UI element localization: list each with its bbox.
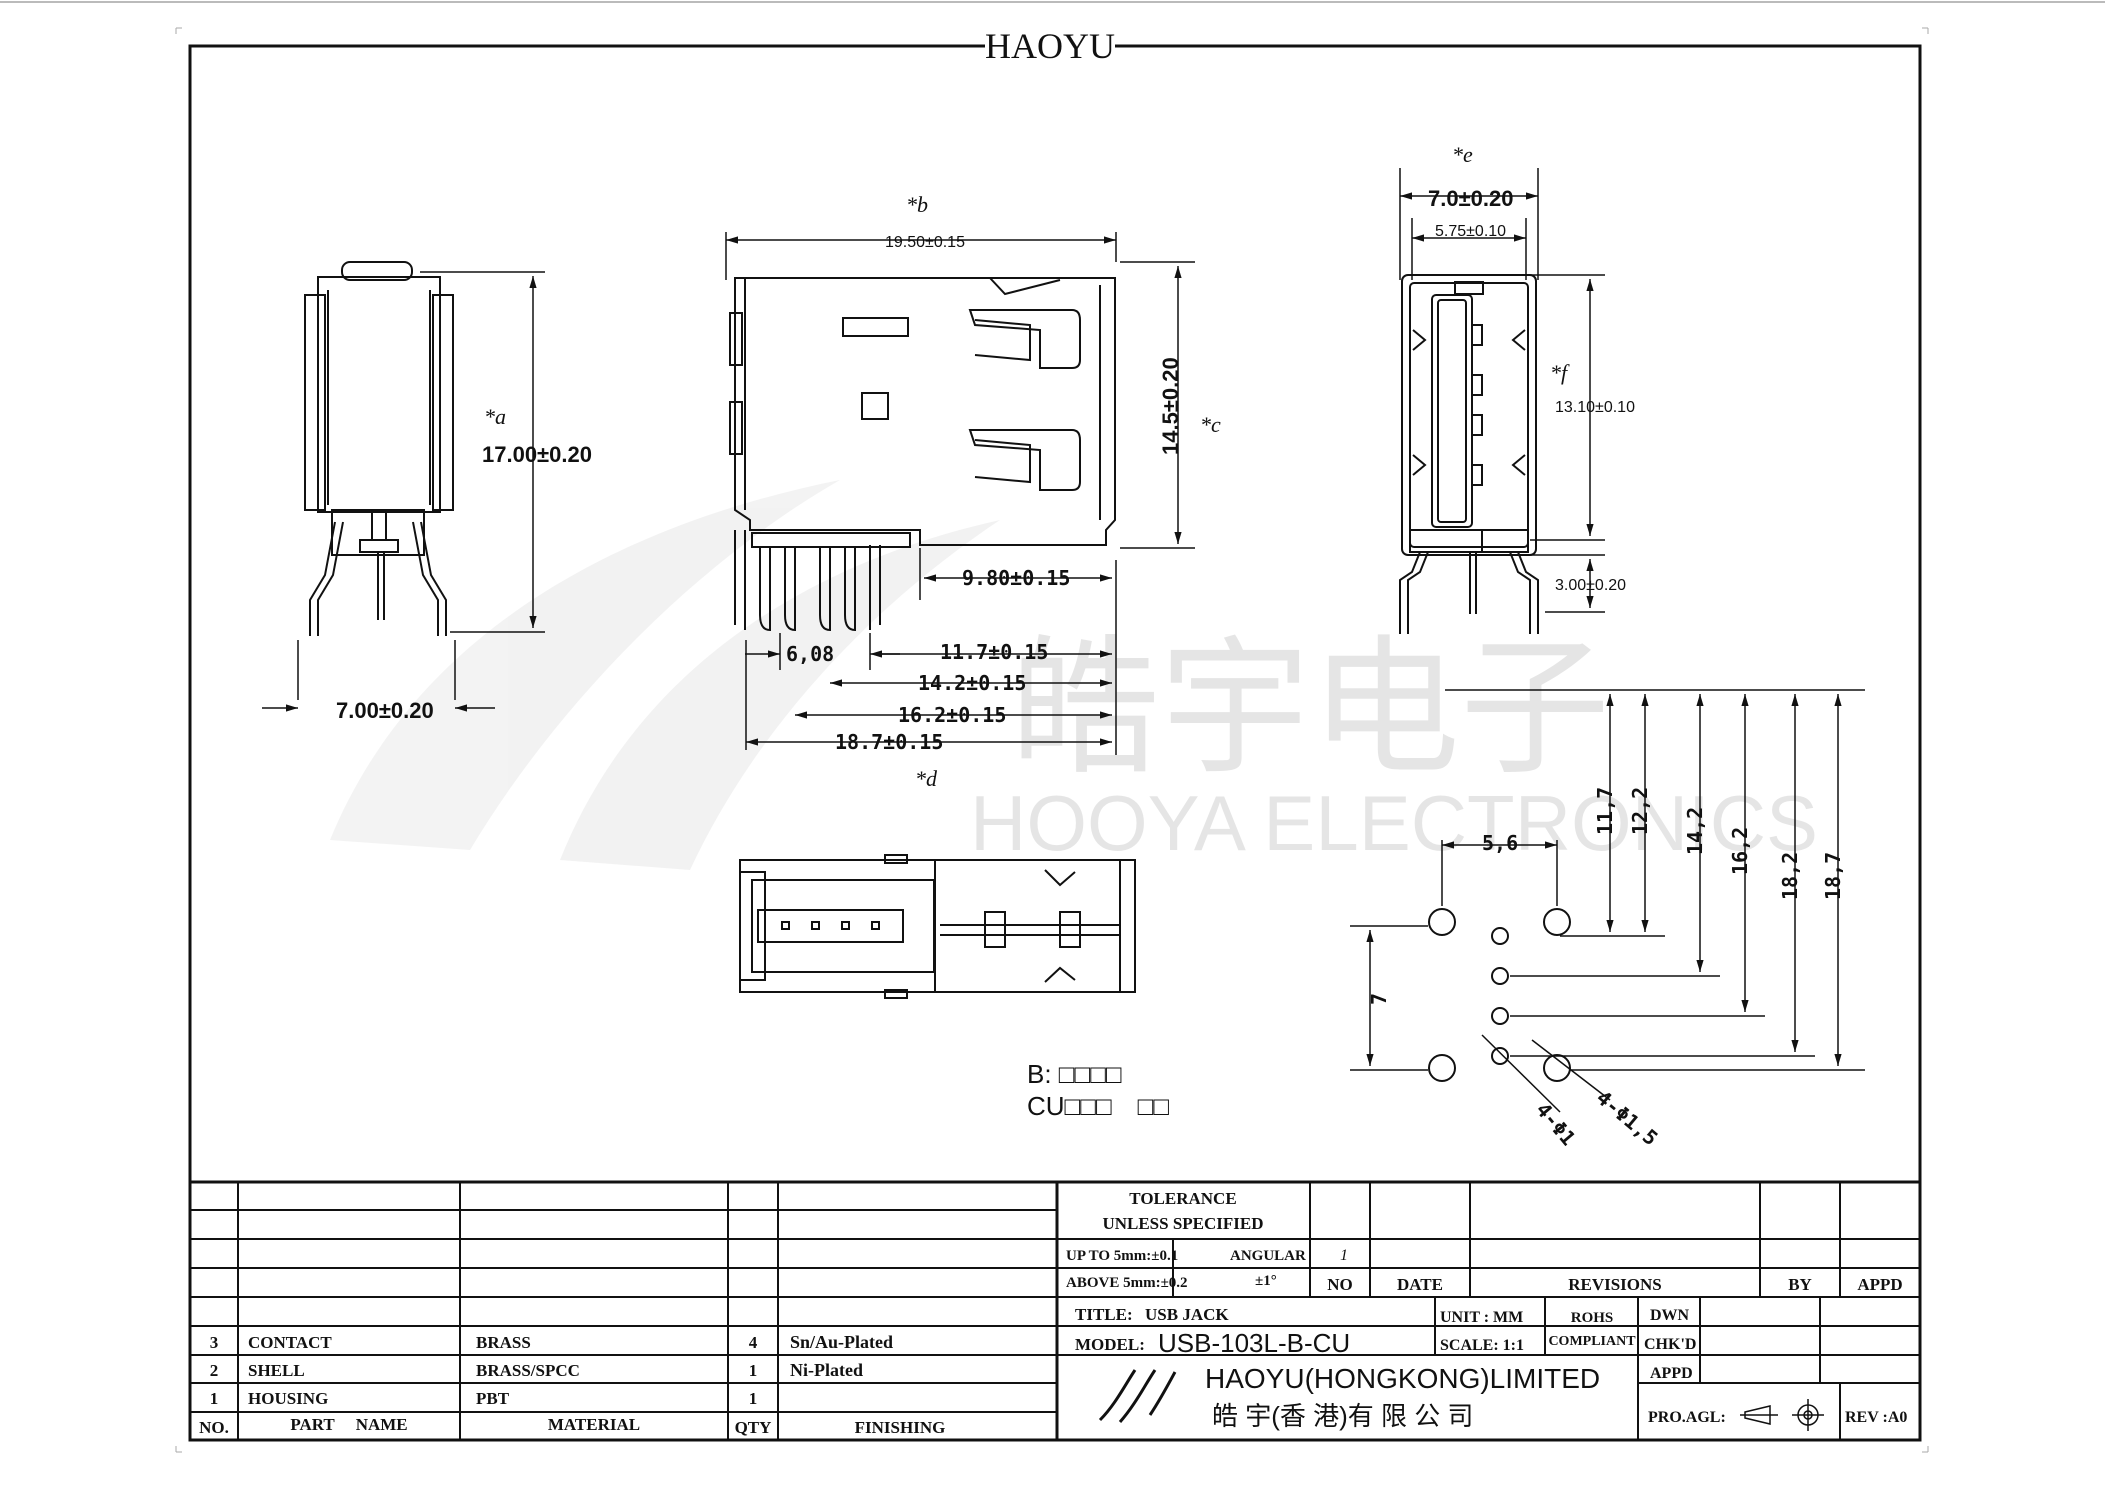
bom-row-2-part: SHELL — [248, 1361, 305, 1380]
tolerance-title: TOLERANCE — [1129, 1189, 1236, 1208]
bom-header-no: NO. — [199, 1418, 229, 1437]
pcb-dim-122: 12,2 — [1628, 787, 1652, 835]
pcb-dim-117: 11,7 — [1593, 787, 1617, 835]
side-length-dim: 19.50±0.15 — [885, 234, 965, 251]
chkd-label: CHK'D — [1644, 1336, 1696, 1353]
company-name-en: HAOYU(HONGKONG)LIMITED — [1205, 1363, 1600, 1394]
pro-agl-label: PRO.AGL: — [1648, 1409, 1726, 1426]
end-e-mark: *e — [1452, 142, 1473, 167]
rev-mark: 1 — [1340, 1247, 1348, 1264]
side-dim-162: 16.2±0.15 — [898, 703, 1006, 727]
rev-header-date: DATE — [1397, 1275, 1443, 1294]
side-dim-608: 6,08 — [786, 642, 834, 666]
tolerance-up-to: UP TO 5mm:±0.1 — [1066, 1248, 1178, 1264]
bom-header-material: MATERIAL — [548, 1415, 640, 1434]
pcb-spacing-dim: 5,6 — [1482, 831, 1518, 855]
bottom-view — [739, 854, 1136, 999]
bom-row-1-qty: 1 — [749, 1389, 758, 1408]
unit-label: UNIT : MM — [1440, 1309, 1523, 1326]
watermark-en: HOOYA ELECTRONICS — [970, 779, 1818, 867]
end-pin-dim: 3.00±0.20 — [1555, 577, 1626, 594]
end-view — [1399, 168, 1605, 634]
end-width-dim: 7.0±0.20 — [1428, 186, 1513, 211]
dwn-label: DWN — [1650, 1307, 1690, 1324]
front-a-mark: *a — [484, 404, 506, 429]
watermark-logo-swoosh — [330, 480, 840, 850]
note-line-1: B: □□□□ — [1027, 1059, 1122, 1089]
pcb-hole-small: 4-Φ1 — [1531, 1098, 1580, 1150]
rohs-compliant-label: COMPLIANT — [1548, 1334, 1636, 1349]
side-d-mark: *d — [915, 766, 938, 791]
bom-row-2-finishing: Ni-Plated — [790, 1360, 863, 1380]
front-width-dim: 7.00±0.20 — [336, 698, 434, 723]
side-c-mark: *c — [1200, 412, 1221, 437]
rohs-label: ROHS — [1571, 1310, 1614, 1326]
side-dim-117: 11.7±0.15 — [940, 640, 1048, 664]
watermark-cn: 皓宇电子 — [1010, 622, 1610, 796]
rev-header-revisions: REVISIONS — [1568, 1275, 1662, 1294]
end-height-dim: 13.10±0.10 — [1555, 399, 1635, 416]
angular-label: ANGULAR — [1230, 1248, 1306, 1264]
bom-header-qty: QTY — [735, 1418, 772, 1437]
front-height-dim: 17.00±0.20 — [482, 442, 592, 467]
note-line-2: CU□□□ □□ — [1027, 1091, 1169, 1121]
bom-row-1-part: HOUSING — [248, 1389, 328, 1408]
side-dim-980: 9.80±0.15 — [962, 566, 1070, 590]
bom-row-1-material: PBT — [476, 1389, 510, 1408]
rev-header-by: BY — [1788, 1275, 1812, 1294]
pcb-dim-187: 18,7 — [1821, 852, 1845, 900]
bom-row-1-no: 1 — [210, 1389, 219, 1408]
side-b-mark: *b — [906, 192, 928, 217]
angular-value: ±1° — [1255, 1273, 1277, 1289]
appd-label: APPD — [1650, 1365, 1693, 1382]
rev-header-appd: APPD — [1857, 1275, 1902, 1294]
pcb-dim-142: 14,2 — [1683, 807, 1707, 855]
pcb-hole-large: 4-Φ1,5 — [1592, 1085, 1663, 1150]
bom-row-2-no: 2 — [210, 1361, 219, 1380]
title-value: USB JACK — [1145, 1305, 1229, 1324]
tolerance-sub: UNLESS SPECIFIED — [1102, 1214, 1263, 1233]
model-value: USB-103L-B-CU — [1158, 1328, 1350, 1358]
side-view — [725, 232, 1195, 755]
model-label: MODEL: — [1075, 1335, 1145, 1354]
projection-angle-icon — [1740, 1399, 1824, 1431]
side-height-dim: 14.5±0.20 — [1158, 357, 1183, 455]
rev-label: REV :A0 — [1845, 1409, 1907, 1426]
scale-label: SCALE: 1:1 — [1440, 1337, 1524, 1354]
bom-row-3-material: BRASS — [476, 1333, 531, 1352]
pcb-layout — [1350, 689, 1865, 1113]
bom-header-part-name: PART NAME — [290, 1415, 407, 1434]
pcb-dim-162: 16,2 — [1728, 827, 1752, 875]
bom-row-3-finishing: Sn/Au-Plated — [790, 1332, 893, 1352]
watermark: 皓宇电子 HOOYA ELECTRONICS — [330, 480, 1818, 870]
pcb-vertical-dim: 7 — [1367, 993, 1391, 1005]
company-logo — [1098, 1369, 1177, 1423]
end-f-mark: *f — [1550, 360, 1570, 385]
bom-header-finishing: FINISHING — [855, 1418, 946, 1437]
side-dim-187: 18.7±0.15 — [835, 730, 943, 754]
tolerance-above: ABOVE 5mm:±0.2 — [1066, 1275, 1188, 1291]
bom-row-2-material: BRASS/SPCC — [476, 1361, 580, 1380]
rev-header-no: NO — [1327, 1275, 1353, 1294]
watermark-logo-swoosh-2 — [560, 520, 1000, 870]
bom-row-2-qty: 1 — [749, 1361, 758, 1380]
header-title: HAOYU — [985, 26, 1115, 66]
title-block-grid — [190, 1180, 1920, 1440]
bom-row-3-qty: 4 — [749, 1333, 758, 1352]
pcb-dim-182: 18,2 — [1778, 852, 1802, 900]
end-inner-dim: 5.75±0.10 — [1435, 223, 1506, 240]
company-name-cn: 皓 宇(香 港)有 限 公 司 — [1212, 1401, 1473, 1431]
sheet-frame — [0, 1, 2105, 1453]
side-dim-142: 14.2±0.15 — [918, 671, 1026, 695]
bom-row-3-part: CONTACT — [248, 1333, 332, 1352]
title-label: TITLE: — [1075, 1305, 1133, 1324]
front-view — [262, 261, 545, 712]
bom-row-3-no: 3 — [210, 1333, 219, 1352]
